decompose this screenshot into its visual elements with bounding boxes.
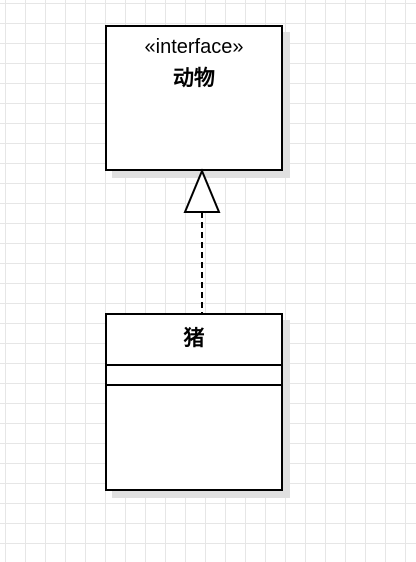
class-header: 猪 <box>107 315 281 365</box>
interface-box[interactable]: «interface» 动物 <box>105 25 283 171</box>
hollow-triangle-arrowhead <box>183 168 221 213</box>
interface-stereotype: «interface» <box>144 36 244 58</box>
class-box[interactable]: 猪 <box>105 313 283 491</box>
class-name: 猪 <box>183 326 205 350</box>
methods-divider <box>107 384 281 386</box>
interface-name: 动物 <box>173 66 215 90</box>
attributes-divider <box>107 364 281 366</box>
